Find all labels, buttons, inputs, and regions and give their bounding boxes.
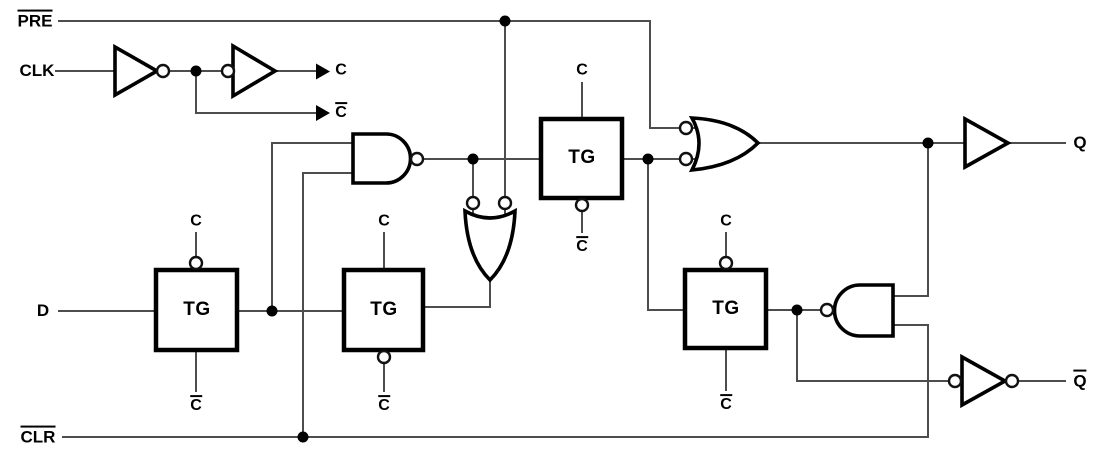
- tg-boxes: [153, 116, 769, 353]
- master-nand-gate-icon: [351, 132, 413, 185]
- wire-tg3-to-tg4: [647, 159, 685, 311]
- junction-master-node: [266, 305, 278, 317]
- tg4-c-pin-label: C: [720, 212, 732, 230]
- label-clk: CLK: [19, 61, 55, 81]
- slave-or-gate-icon: [688, 116, 761, 173]
- junction-clk: [190, 65, 202, 77]
- buffer-input-bubble-icon: [220, 63, 236, 79]
- junction-slave-node: [791, 304, 803, 316]
- tg2-c-pin-label: C: [378, 212, 390, 230]
- junction-q-node: [922, 137, 934, 149]
- wire-node-to-nand1-upper: [271, 142, 353, 311]
- tg4-c-bubble-icon: [718, 255, 734, 271]
- inv1-output-bubble-icon: [155, 63, 171, 79]
- label-c-out: C: [335, 61, 347, 79]
- tg3-c-pin-label: C: [576, 61, 588, 79]
- tg1-c-pin-label: C: [190, 212, 202, 230]
- slave-nand-gate-icon: [832, 283, 895, 338]
- wire-cbar-output: [195, 71, 317, 114]
- tg2-label: TG: [370, 299, 398, 321]
- arrows: [316, 63, 330, 121]
- or1-input-bubble-right-icon: [497, 195, 513, 211]
- junction-pre: [499, 15, 511, 27]
- label-cbar-out: C: [335, 102, 347, 122]
- wire-q-to-nand2-upper: [893, 143, 929, 297]
- clk-buffer-icon: [231, 42, 279, 100]
- tg3-cbar-pin-label: C: [576, 236, 588, 256]
- wire-pre-line: [58, 20, 702, 129]
- junction-nand1-out: [467, 153, 479, 165]
- tg4-box-icon: [682, 267, 769, 351]
- clk-inverter-icon: [113, 43, 161, 99]
- tg4-cbar-pin-label: C: [720, 394, 732, 414]
- qbar-inverter-icon: [960, 353, 1009, 409]
- label-d: D: [36, 301, 50, 321]
- junction-dots: [190, 15, 934, 443]
- wire-or1-output-to-tg2: [423, 280, 491, 308]
- cbar-arrow-icon: [316, 105, 330, 121]
- c-arrow-icon: [316, 63, 330, 80]
- tg3-label: TG: [568, 147, 596, 169]
- qbar-output-bubble-icon: [1004, 373, 1020, 389]
- tg2-cbar-bubble-icon: [376, 349, 392, 365]
- or2-input-bubble-lower-icon: [678, 151, 694, 167]
- wire-clr-to-nand1-lower: [302, 172, 353, 437]
- label-qbar: Q: [1073, 369, 1087, 391]
- tg1-cbar-pin-label: C: [190, 395, 202, 415]
- wire-slave-node-to-inverter: [796, 310, 950, 382]
- junction-tg3-out: [642, 153, 654, 165]
- label-pre: PRE: [17, 9, 53, 31]
- tg4-label: TG: [712, 298, 740, 320]
- nand2-output-bubble-icon: [819, 302, 835, 318]
- bubbles: [155, 63, 1020, 389]
- master-feedback-gate-icon: [463, 207, 517, 283]
- tg1-c-bubble-icon: [188, 255, 204, 271]
- tg1-label: TG: [183, 299, 211, 321]
- label-q: Q: [1073, 133, 1087, 153]
- tg3-cbar-bubble-icon: [574, 197, 590, 213]
- or1-input-bubble-left-icon: [465, 195, 481, 211]
- tg2-cbar-pin-label: C: [378, 395, 390, 415]
- label-clr: CLR: [20, 425, 56, 447]
- gates: [113, 42, 1012, 409]
- nand1-output-bubble-icon: [409, 151, 425, 167]
- qbar-input-bubble-icon: [947, 373, 963, 389]
- q-buffer-icon: [963, 115, 1012, 171]
- or2-input-bubble-upper-icon: [678, 120, 694, 136]
- wires: [55, 20, 1066, 438]
- junction-clr: [297, 431, 309, 443]
